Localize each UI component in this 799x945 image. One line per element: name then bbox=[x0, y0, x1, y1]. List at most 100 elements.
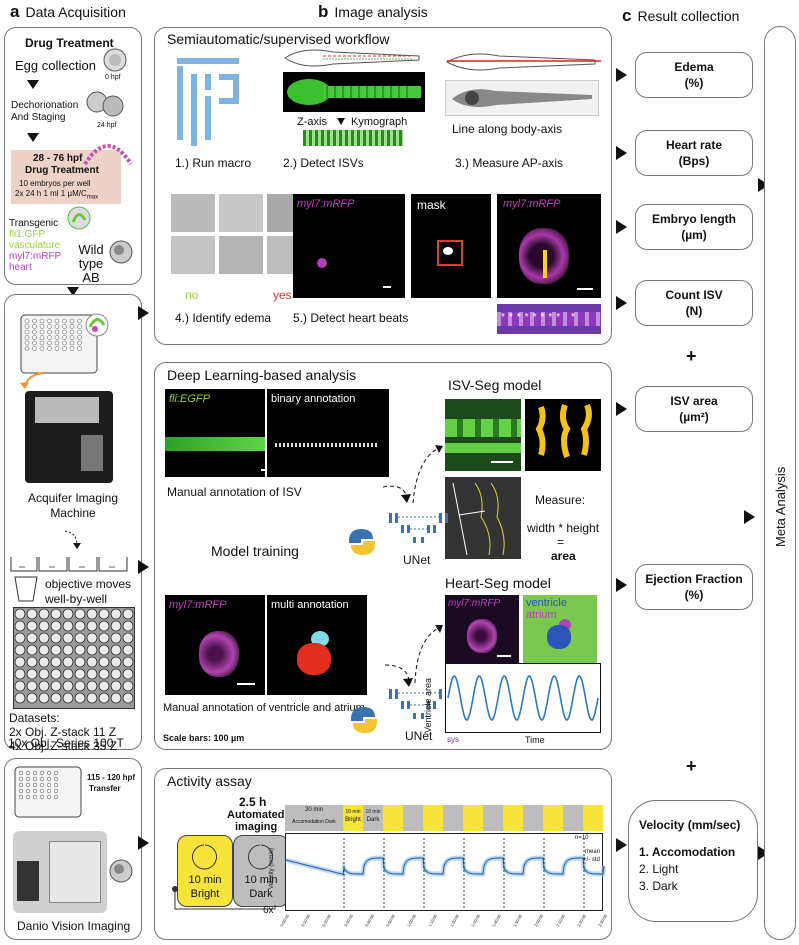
arrow-down-icon bbox=[27, 80, 39, 89]
binary-annotation-image: binary annotation bbox=[265, 389, 389, 477]
edema-thumbnails bbox=[171, 194, 311, 276]
arrow-right-icon bbox=[616, 296, 627, 310]
arrow-right-icon bbox=[758, 178, 769, 192]
x-tick-label: 0:30:00 bbox=[342, 913, 354, 928]
fish-outline-icon bbox=[284, 49, 420, 67]
danio-vision-image bbox=[13, 831, 107, 913]
transgenic-label: Transgenic bbox=[9, 218, 59, 229]
dechor-label: Dechorionation bbox=[11, 100, 79, 111]
unet-label-1: UNet bbox=[403, 553, 431, 567]
python-logo-icon bbox=[349, 529, 375, 555]
dataset-2: 4x Obj. Z-stack 35 Z bbox=[9, 739, 118, 753]
meta-analysis-label: Meta Analysis bbox=[773, 466, 788, 547]
arrow-right-icon bbox=[138, 560, 149, 574]
step-2-label: 2.) Detect ISVs bbox=[283, 156, 364, 170]
treatment-box: 28 - 76 hpf Drug Treatment 10 embryos pe… bbox=[11, 150, 121, 204]
arrow-right-icon bbox=[138, 306, 149, 320]
x-tick-label: 0:40:00 bbox=[363, 913, 375, 928]
well-grid-image bbox=[13, 607, 135, 709]
x-tick-label: 2:00:00 bbox=[533, 913, 545, 928]
ejection-fraction-result: Ejection Fraction(%) bbox=[635, 564, 753, 610]
mean-label: mean bbox=[585, 849, 601, 855]
orange-arrow-icon bbox=[20, 372, 44, 389]
step-1-label: 1.) Run macro bbox=[175, 156, 252, 170]
formula-label: width * height bbox=[527, 521, 600, 535]
bright-phase: 10 min Bright bbox=[177, 835, 233, 907]
heart-model-title: Heart-Seg model bbox=[445, 575, 551, 591]
arrow-down-icon bbox=[67, 287, 79, 296]
plus-2: + bbox=[686, 756, 697, 776]
x-tick-label: 2:20:00 bbox=[575, 913, 587, 928]
drug-treatment-panel: Drug Treatment Egg collection 0 hpf Dech… bbox=[4, 27, 142, 285]
heart-kymograph-image: ******** * bbox=[497, 304, 601, 334]
isv-model-title: ISV-Seg model bbox=[448, 377, 542, 393]
plus-1: + bbox=[686, 346, 697, 366]
unet-label-2: UNet bbox=[405, 729, 433, 743]
fli-egfp-image: fli:EGFP bbox=[165, 389, 273, 477]
brightfield-fish-image bbox=[445, 80, 599, 116]
x-tick-label: 1:30:00 bbox=[469, 913, 481, 928]
step-5-label: 5.) Detect heart beats bbox=[293, 311, 409, 325]
multi-annotation-image: multi annotation bbox=[265, 595, 367, 695]
arrow-right-icon bbox=[744, 510, 755, 524]
egg-icon bbox=[103, 48, 127, 72]
count-isv-result: Count ISV(N) bbox=[635, 280, 753, 326]
staging-label: And Staging bbox=[11, 112, 66, 123]
x-tick-label: 1:00:00 bbox=[406, 913, 418, 928]
edema-yes-label: yes bbox=[273, 288, 292, 302]
kymograph-image bbox=[303, 130, 403, 146]
fish-outline-icon bbox=[445, 53, 601, 71]
equals-label: = bbox=[557, 535, 565, 549]
step-3-label: 3.) Measure AP-axis bbox=[455, 156, 564, 170]
automated-label: Automated bbox=[227, 809, 285, 821]
phase-bar: 30 min Accomodation Dark 10 min Bright 1… bbox=[285, 805, 603, 831]
datasets-label: Datasets: bbox=[9, 711, 60, 725]
plate-icon bbox=[83, 144, 133, 166]
egg-time: 0 hpf bbox=[105, 74, 121, 81]
embryo-icon bbox=[109, 859, 133, 883]
x-tick-label: 2:30:00 bbox=[597, 913, 609, 928]
python-logo-icon bbox=[351, 707, 377, 733]
loop-arrow-icon bbox=[172, 844, 276, 910]
manual-va-label: Manual annotation of ventricle and atriu… bbox=[163, 702, 365, 714]
unet-icon bbox=[389, 513, 448, 543]
x-tick-label: 1:10:00 bbox=[427, 913, 439, 928]
arrow-down-icon bbox=[337, 118, 345, 125]
line-axis-label: Line along body-axis bbox=[452, 122, 563, 136]
embryo-icon bbox=[85, 313, 109, 337]
egg-label: Egg collection bbox=[15, 58, 96, 73]
time-label: Time bbox=[525, 735, 545, 745]
velocity-result: Velocity (mm/sec) 1. Accomodation 2. Lig… bbox=[628, 800, 758, 922]
embryo-length-result: Embryo length(µm) bbox=[635, 204, 753, 250]
transfer-label: Transfer bbox=[89, 784, 121, 793]
x-tick-label: 0:50:00 bbox=[385, 913, 397, 928]
vasc-label: vasculature bbox=[9, 240, 61, 251]
area-label: area bbox=[551, 549, 576, 563]
imaging-machine-image bbox=[25, 391, 113, 483]
danio-label: Danio Vision Imaging bbox=[17, 919, 131, 933]
z-axis-label: Z-axis bbox=[297, 116, 327, 128]
transgenic-embryo-icon bbox=[67, 206, 91, 230]
transfer-time: 115 - 120 hpf bbox=[87, 773, 136, 782]
model-training-label: Model training bbox=[211, 543, 299, 559]
dark-phase: 10 min Dark bbox=[233, 835, 289, 907]
unet-icon bbox=[389, 689, 448, 719]
heart-rate-result: Heart rate(Bps) bbox=[635, 130, 753, 176]
dashed-arrow-icon bbox=[382, 445, 443, 504]
meta-analysis-panel: Meta Analysis bbox=[764, 26, 796, 940]
duration-label: 2.5 h bbox=[239, 795, 267, 809]
arrow-right-icon bbox=[616, 220, 627, 234]
scale-bar-label: Scale bars: 100 µm bbox=[163, 733, 245, 743]
varea-label: Ventricle area bbox=[423, 677, 433, 733]
heart-seg-image: myl7:mRFP bbox=[445, 595, 519, 663]
isv-mask-image bbox=[525, 399, 601, 471]
isv-seg-image bbox=[445, 399, 521, 471]
repeat-label: 6x bbox=[263, 905, 274, 916]
x-tick-label: 1:40:00 bbox=[491, 913, 503, 928]
dataset-1: 2x Obj. Z-stack 11 Z bbox=[9, 725, 117, 739]
fiji-logo-icon bbox=[177, 58, 239, 146]
